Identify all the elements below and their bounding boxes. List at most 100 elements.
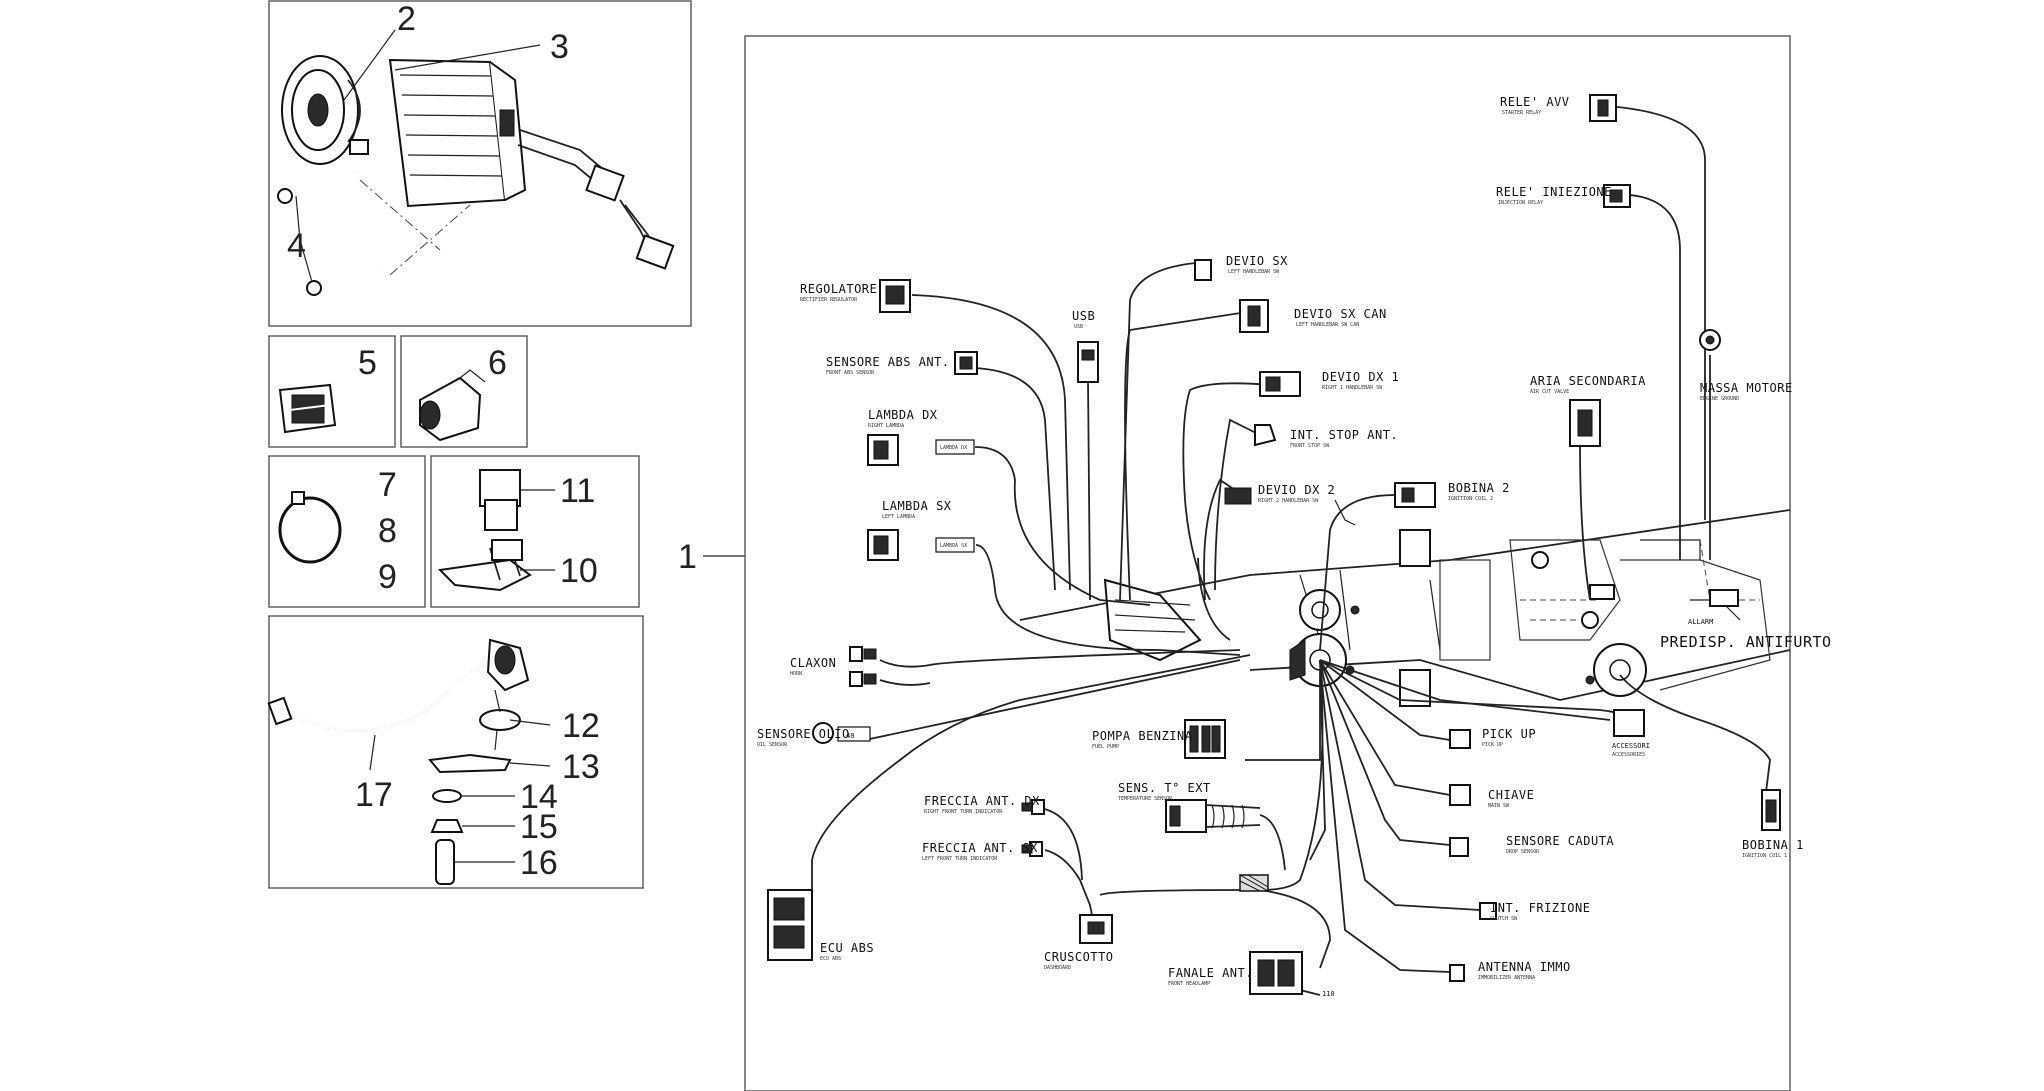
callout-16: 16 bbox=[520, 844, 558, 882]
svg-text:LEFT FRONT TURN INDICATOR: LEFT FRONT TURN INDICATOR bbox=[922, 856, 998, 862]
svg-text:FRONT ABS SENSOR: FRONT ABS SENSOR bbox=[826, 370, 875, 376]
label-aria-secondaria: ARIA SECONDARIA AIR CUT VALVE bbox=[1530, 374, 1646, 395]
svg-text:PICK UP: PICK UP bbox=[1482, 727, 1536, 741]
label-accessori: ACCESSORI ACCESSORIES bbox=[1612, 742, 1650, 758]
panel-connector-6: 6 bbox=[400, 335, 528, 448]
label-devio-sx-can: DEVIO SX CAN LEFT HANDLEBAR SW CAN bbox=[1294, 307, 1387, 328]
callout-10: 10 bbox=[560, 552, 598, 590]
svg-text:ECU ABS: ECU ABS bbox=[820, 956, 841, 962]
callout-2: 2 bbox=[397, 0, 416, 38]
svg-text:RIGHT LAMBDA: RIGHT LAMBDA bbox=[868, 423, 904, 429]
callout-8: 8 bbox=[378, 512, 397, 550]
lambda-dx-tag: LAMBDA DX bbox=[940, 445, 967, 451]
svg-text:MASSA MOTORE: MASSA MOTORE bbox=[1700, 381, 1793, 395]
callout-5: 5 bbox=[358, 344, 377, 382]
oil-tag: 40 bbox=[846, 732, 854, 740]
connector-part-6 bbox=[419, 369, 486, 442]
label-rele-avv: RELE' AVV STARTER RELAY bbox=[1500, 95, 1570, 116]
svg-text:RIGHT 1 HANDLEBAR SW: RIGHT 1 HANDLEBAR SW bbox=[1322, 385, 1383, 391]
label-sens-temp-ext: SENS. T° EXT TEMPERATURE SENSOR bbox=[1118, 781, 1211, 802]
lambda-sx-tag: LAMBDA SX bbox=[940, 543, 967, 549]
svg-text:AIR CUT VALVE: AIR CUT VALVE bbox=[1530, 389, 1569, 395]
svg-text:BOBINA 1: BOBINA 1 bbox=[1742, 838, 1804, 852]
allarm-tag: ALLARM bbox=[1688, 618, 1713, 626]
svg-text:POMPA BENZINA: POMPA BENZINA bbox=[1092, 729, 1193, 743]
label-sensore-caduta: SENSORE CADUTA DROP SENSOR bbox=[1506, 834, 1614, 855]
svg-text:CLAXON: CLAXON bbox=[790, 656, 836, 670]
label-fanale-ant: FANALE ANT. FRONT HEADLAMP bbox=[1168, 966, 1253, 987]
wiring-diagram: ALLARM bbox=[744, 35, 1832, 1091]
svg-text:CRUSCOTTO: CRUSCOTTO bbox=[1044, 950, 1114, 964]
svg-text:REGOLATORE: REGOLATORE bbox=[800, 282, 877, 296]
svg-text:LEFT HANDLEBAR SW: LEFT HANDLEBAR SW bbox=[1228, 269, 1280, 275]
label-freccia-ant-sx: FRECCIA ANT. SX LEFT FRONT TURN INDICATO… bbox=[922, 841, 1038, 862]
label-lambda-sx: LAMBDA SX LEFT LAMBDA bbox=[882, 499, 952, 520]
callout-12: 12 bbox=[562, 707, 600, 745]
callout-9: 9 bbox=[378, 558, 397, 596]
label-sensore-olio: SENSORE OLIO OIL SENSOR bbox=[757, 727, 850, 748]
svg-text:SENSORE ABS ANT.: SENSORE ABS ANT. bbox=[826, 355, 950, 369]
label-pompa-benzina: POMPA BENZINA FUEL PUMP bbox=[1092, 729, 1193, 750]
label-claxon: CLAXON HORN bbox=[790, 656, 836, 677]
svg-text:TEMPERATURE SENSOR: TEMPERATURE SENSOR bbox=[1118, 796, 1173, 802]
svg-text:LAMBDA SX: LAMBDA SX bbox=[882, 499, 952, 513]
label-chiave: CHIAVE MAIN SW bbox=[1488, 788, 1534, 809]
label-devio-dx-1: DEVIO DX 1 RIGHT 1 HANDLEBAR SW bbox=[1322, 370, 1399, 391]
chassis-frame: ALLARM bbox=[1019, 509, 1791, 707]
label-regolatore: REGOLATORE RECTIFIER REGULATOR bbox=[800, 282, 877, 303]
svg-text:STARTER RELAY: STARTER RELAY bbox=[1502, 110, 1541, 116]
svg-text:CHIAVE: CHIAVE bbox=[1488, 788, 1534, 802]
svg-text:RELE' INIEZIONE: RELE' INIEZIONE bbox=[1496, 185, 1612, 199]
svg-text:SENSORE OLIO: SENSORE OLIO bbox=[757, 727, 850, 741]
leader-2 bbox=[343, 29, 396, 101]
svg-text:DEVIO DX 1: DEVIO DX 1 bbox=[1322, 370, 1399, 384]
panel-sensor-cable: 12 13 14 15 16 17 bbox=[267, 615, 644, 889]
callout-15: 15 bbox=[520, 808, 558, 846]
svg-text:FRONT STOP SW: FRONT STOP SW bbox=[1290, 443, 1330, 449]
svg-text:LEFT HANDLEBAR SW CAN: LEFT HANDLEBAR SW CAN bbox=[1296, 322, 1359, 328]
connector-labels: RELE' AVV STARTER RELAY RELE' INIEZIONE … bbox=[757, 95, 1832, 987]
svg-text:FUEL PUMP: FUEL PUMP bbox=[1092, 744, 1119, 750]
callout-11: 11 bbox=[560, 472, 595, 510]
label-bobina-2: BOBINA 2 IGNITION COIL 2 bbox=[1448, 481, 1509, 502]
svg-text:INJECTION RELAY: INJECTION RELAY bbox=[1498, 200, 1543, 206]
svg-text:RELE' AVV: RELE' AVV bbox=[1500, 95, 1570, 109]
svg-text:FRONT HEADLAMP: FRONT HEADLAMP bbox=[1168, 981, 1210, 987]
svg-text:IMMOBILIZER ANTENNA: IMMOBILIZER ANTENNA bbox=[1478, 975, 1535, 981]
svg-text:PREDISP. ANTIFURTO: PREDISP. ANTIFURTO bbox=[1660, 633, 1832, 651]
svg-text:DEVIO DX 2: DEVIO DX 2 bbox=[1258, 483, 1335, 497]
label-predisp-antifurto: PREDISP. ANTIFURTO bbox=[1660, 633, 1832, 651]
svg-text:LEFT LAMBDA: LEFT LAMBDA bbox=[882, 514, 915, 520]
svg-text:LAMBDA DX: LAMBDA DX bbox=[868, 408, 938, 422]
svg-text:USB: USB bbox=[1074, 324, 1083, 330]
label-pick-up: PICK UP PICK UP bbox=[1482, 727, 1536, 748]
svg-text:INT. STOP ANT.: INT. STOP ANT. bbox=[1290, 428, 1398, 442]
svg-text:SENSORE CADUTA: SENSORE CADUTA bbox=[1506, 834, 1614, 848]
svg-text:FRECCIA ANT. SX: FRECCIA ANT. SX bbox=[922, 841, 1038, 855]
label-rele-iniezione: RELE' INIEZIONE INJECTION RELAY bbox=[1496, 185, 1612, 206]
callout-14: 14 bbox=[520, 778, 558, 816]
svg-text:SENS. T° EXT: SENS. T° EXT bbox=[1118, 781, 1211, 795]
label-int-stop-ant: INT. STOP ANT. FRONT STOP SW bbox=[1290, 428, 1398, 449]
svg-text:INT. FRIZIONE: INT. FRIZIONE bbox=[1490, 901, 1590, 915]
callout-13: 13 bbox=[562, 748, 600, 786]
panel-horn-regulator: 2 3 4 bbox=[268, 0, 692, 327]
svg-text:DEVIO SX CAN: DEVIO SX CAN bbox=[1294, 307, 1387, 321]
svg-text:FANALE ANT.: FANALE ANT. bbox=[1168, 966, 1253, 980]
label-lambda-dx: LAMBDA DX RIGHT LAMBDA bbox=[868, 408, 938, 429]
fanale-tag: 110 bbox=[1322, 990, 1335, 998]
label-devio-sx: DEVIO SX LEFT HANDLEBAR SW bbox=[1226, 254, 1288, 275]
svg-text:OIL SENSOR: OIL SENSOR bbox=[757, 742, 788, 748]
svg-text:HORN: HORN bbox=[790, 671, 802, 677]
sensor-cable-part bbox=[267, 638, 530, 885]
panel-connector-5: 5 bbox=[268, 335, 396, 448]
svg-text:DROP SENSOR: DROP SENSOR bbox=[1506, 849, 1540, 855]
label-cruscotto: CRUSCOTTO DASHBOARD bbox=[1044, 950, 1114, 971]
svg-text:IGNITION COIL 2: IGNITION COIL 2 bbox=[1448, 496, 1493, 502]
leader-17 bbox=[369, 734, 376, 771]
horn-part bbox=[281, 55, 369, 165]
connector-part-5 bbox=[278, 383, 337, 434]
svg-text:FRECCIA ANT. DX: FRECCIA ANT. DX bbox=[924, 794, 1040, 808]
svg-text:RECTIFIER REGULATOR: RECTIFIER REGULATOR bbox=[800, 297, 858, 303]
relay-part bbox=[437, 469, 532, 592]
